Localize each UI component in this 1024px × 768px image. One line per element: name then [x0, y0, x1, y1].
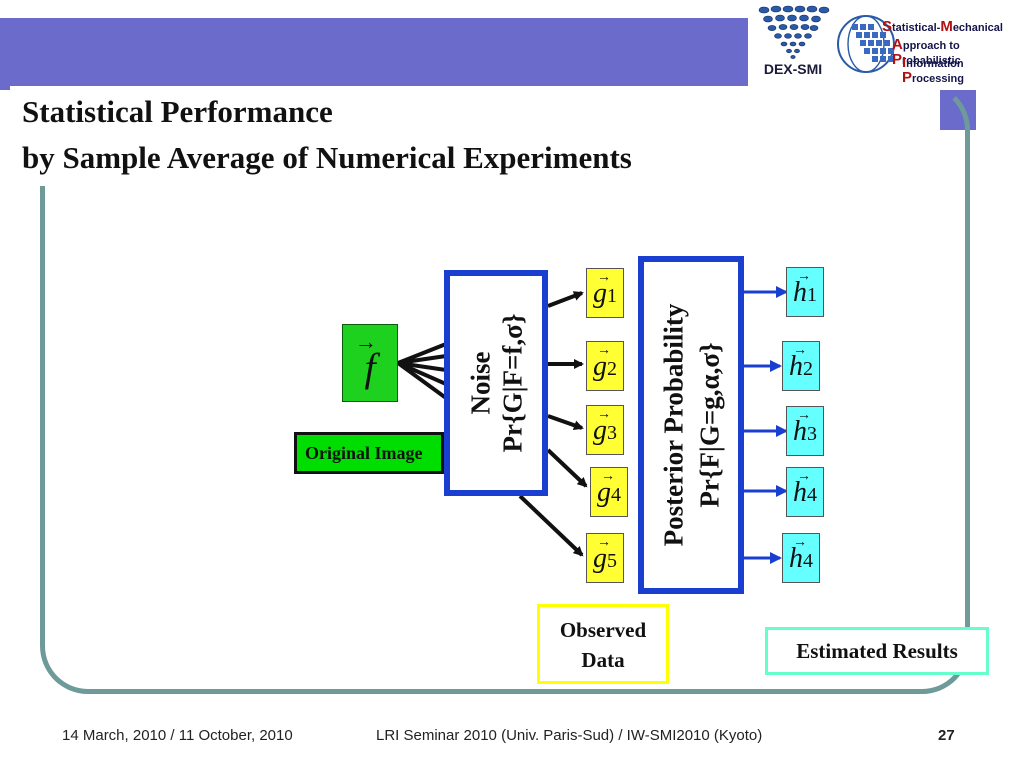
- vector-arrow-icon: →: [597, 535, 611, 550]
- observed-node-5: →g5: [586, 533, 624, 583]
- original-image-symbol: f: [364, 345, 376, 390]
- dex-smi-logo: DEX-SMI: [752, 2, 834, 80]
- noise-to-observed-arrows: [518, 291, 588, 557]
- posterior-probability-text: Posterior Probability Pr{F|G=g,α,σ}: [638, 256, 744, 594]
- noise-model-formula: Pr{G|F=f,σ}: [497, 313, 528, 453]
- footer-date: 14 March, 2010 / 11 October, 2010: [62, 727, 293, 744]
- vector-arrow-icon: →: [355, 329, 377, 354]
- observed-node-3: →g3: [586, 405, 624, 455]
- vector-arrow-icon: →: [597, 343, 611, 358]
- dex-smi-label: DEX-SMI: [763, 61, 823, 77]
- observed-node-4: →g4: [590, 467, 628, 517]
- estimate-node-5: →h4: [782, 533, 820, 583]
- title-backdrop: [10, 86, 940, 186]
- vector-arrow-icon: →: [597, 270, 611, 285]
- slide-title-line2: by Sample Average of Numerical Experimen…: [22, 140, 632, 175]
- observed-node-2: →g2: [586, 341, 624, 391]
- posterior-to-estimate-arrows: [744, 286, 788, 564]
- posterior-title: Posterior Probability: [658, 303, 689, 547]
- vector-arrow-icon: →: [597, 407, 611, 422]
- vector-arrow-icon: →: [793, 343, 807, 358]
- estimate-node-1: →h1: [786, 267, 824, 317]
- vector-arrow-icon: →: [601, 469, 615, 484]
- header-band: [0, 18, 748, 90]
- estimated-results-label: Estimated Results: [796, 639, 958, 663]
- noise-model-box: [444, 270, 548, 496]
- smapip-logo: Statistical-Mechanical Approach to Proba…: [836, 8, 1022, 85]
- estimate-node-4: →h4: [786, 467, 824, 517]
- vector-arrow-icon: →: [793, 535, 807, 550]
- slide-title-line1: Statistical Performance: [22, 94, 333, 129]
- original-image-label-box: Original Image: [294, 432, 444, 474]
- posterior-probability-box: [638, 256, 744, 594]
- observed-data-label: Observed Data: [559, 618, 647, 672]
- dex-smi-dots-icon: [758, 5, 830, 59]
- vector-arrow-icon: →: [797, 408, 811, 423]
- original-image-label: Original Image: [305, 443, 423, 463]
- footer-page-number: 27: [938, 727, 955, 744]
- smapip-line-1: Statistical-Mechanical: [882, 18, 1003, 35]
- footer-event: LRI Seminar 2010 (Univ. Paris-Sud) / IW-…: [376, 727, 763, 744]
- posterior-formula: Pr{F|G=g,α,σ}: [694, 342, 725, 508]
- observed-data-label-box: Observed Data: [537, 604, 669, 684]
- smapip-mark-icon: [837, 15, 895, 73]
- original-image-node: → f: [342, 324, 398, 402]
- vector-arrow-icon: →: [797, 469, 811, 484]
- estimate-node-3: →h3: [786, 406, 824, 456]
- vector-arrow-icon: →: [797, 269, 811, 284]
- slide-frame: [40, 82, 970, 694]
- observed-node-1: →g1: [586, 268, 624, 318]
- noise-model-title: Noise: [465, 351, 496, 415]
- estimated-results-label-box: Estimated Results: [765, 627, 989, 675]
- smapip-line-3: Information Processing: [902, 54, 964, 86]
- smapip-line-2: Approach to Probabilistic: [892, 36, 961, 68]
- fan-lines: [396, 342, 448, 400]
- noise-model-text: Noise Pr{G|F=f,σ}: [444, 270, 548, 496]
- estimate-node-2: →h2: [782, 341, 820, 391]
